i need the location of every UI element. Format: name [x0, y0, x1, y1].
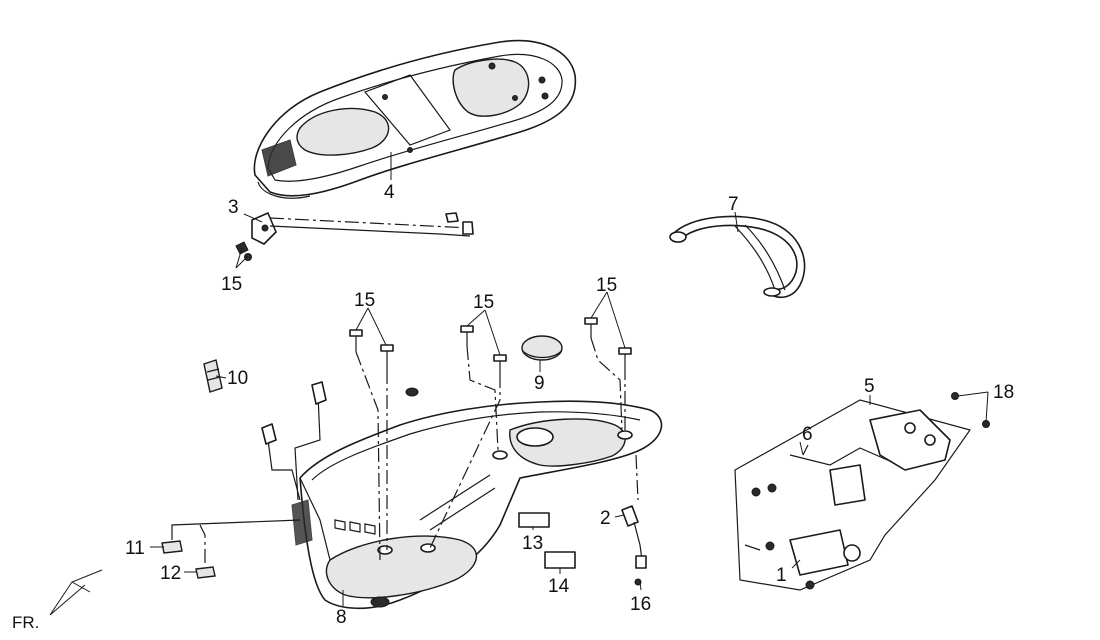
callout-4: 4 [384, 182, 395, 203]
callout-1: 1 [776, 565, 787, 586]
bolt-pair-middle [429, 325, 507, 549]
wire-harness-part [261, 381, 327, 501]
bolt-pair-right [584, 317, 632, 433]
rubber-cap-part [521, 335, 563, 361]
callout-18: 18 [993, 382, 1014, 403]
seat-part [253, 39, 577, 199]
lock-actuator-assembly [734, 392, 990, 591]
label-sticker-parts [518, 512, 576, 569]
bolt-parts [349, 317, 632, 561]
callout-7: 7 [728, 194, 739, 215]
callout-13: 13 [522, 533, 543, 554]
callout-16: 16 [630, 594, 651, 615]
callout-9: 9 [534, 373, 545, 394]
callout-3: 3 [228, 197, 239, 218]
bolt-pair-left [349, 329, 394, 561]
luggage-box-part [291, 387, 663, 610]
callout-10: 10 [227, 368, 248, 389]
front-direction-label: FR. [12, 613, 39, 632]
switch-part [621, 454, 647, 586]
seat-lock-cable-part [235, 212, 474, 261]
callout-2: 2 [600, 508, 611, 529]
callout-12: 12 [160, 563, 181, 584]
callout-8: 8 [336, 607, 347, 628]
callout-6: 6 [802, 424, 813, 445]
tag-parts [161, 519, 301, 579]
callout-5: 5 [864, 376, 875, 397]
callout-leaders [150, 152, 989, 606]
clip-part [203, 359, 223, 393]
callout-15-left: 15 [354, 290, 375, 311]
callout-17: 15 [221, 274, 242, 295]
grab-strap-part [669, 215, 806, 299]
callout-labels: 4 3 15 7 15 15 15 9 10 5 18 6 2 13 11 12… [12, 182, 1014, 632]
callout-15-middle: 15 [473, 292, 494, 313]
callout-15-right: 15 [596, 275, 617, 296]
front-direction-arrow [49, 569, 103, 616]
callout-14: 14 [548, 576, 570, 597]
callout-11: 11 [125, 538, 145, 559]
